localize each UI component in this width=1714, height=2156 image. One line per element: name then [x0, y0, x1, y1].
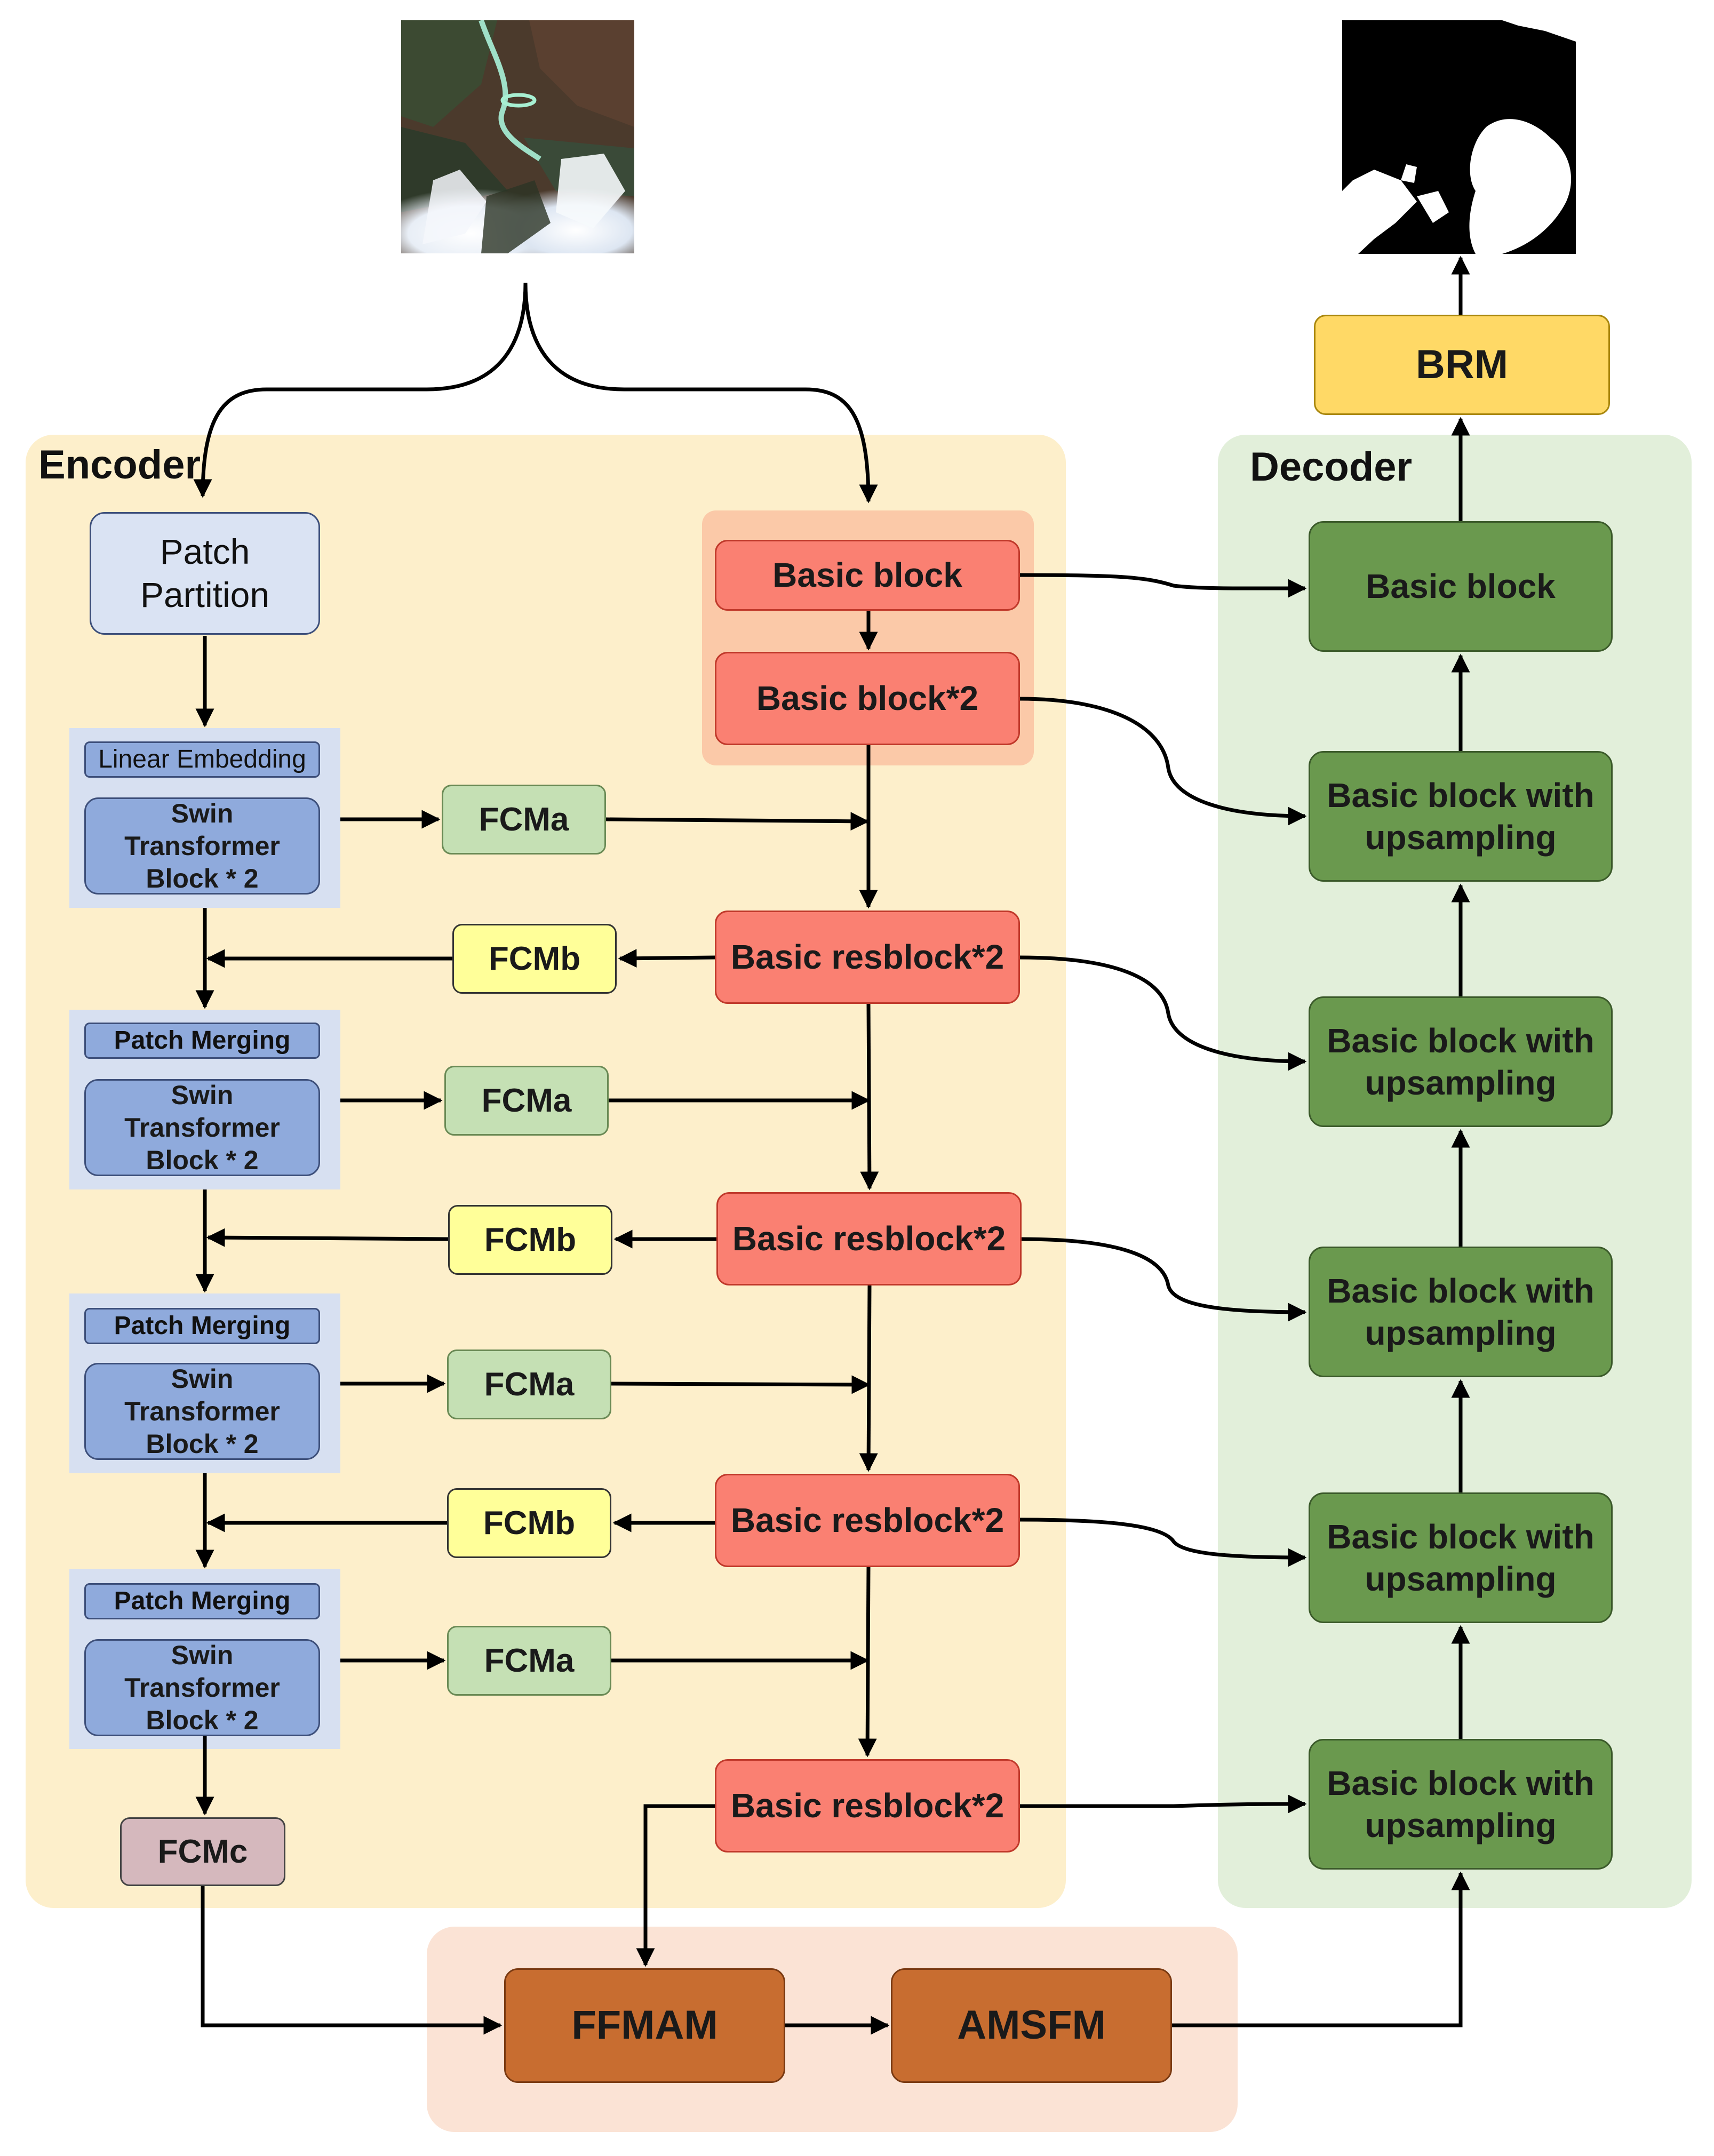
decoder-title: Decoder	[1250, 444, 1413, 490]
swin-transformer-block-1: Swin Transformer Block * 2	[84, 797, 320, 895]
fcma-box-2: FCMa	[444, 1066, 609, 1136]
swin-transformer-block-2: Swin Transformer Block * 2	[84, 1079, 320, 1176]
encoder-title: Encoder	[38, 442, 201, 488]
patch-merging-box-4: Patch Merging	[84, 1583, 320, 1619]
decoder-region	[1218, 435, 1692, 1908]
basic-resblock-3: Basic resblock*2	[715, 1474, 1020, 1567]
fcmb-box-2: FCMb	[448, 1205, 612, 1275]
fcmc-box: FCMc	[120, 1817, 285, 1886]
patch-merging-box-2: Patch Merging	[84, 1023, 320, 1059]
basic-block-x2: Basic block*2	[715, 652, 1020, 745]
ffmam-box: FFMAM	[504, 1968, 785, 2083]
fcma-box-3: FCMa	[447, 1350, 611, 1419]
fcma-box-4: FCMa	[447, 1626, 611, 1696]
fcmb-box-3: FCMb	[447, 1488, 611, 1558]
swin-transformer-block-3: Swin Transformer Block * 2	[84, 1363, 320, 1460]
basic-resblock-1: Basic resblock*2	[715, 911, 1020, 1004]
output-mask-image	[1342, 20, 1576, 254]
basic-resblock-2: Basic resblock*2	[716, 1192, 1022, 1285]
swin-transformer-block-4: Swin Transformer Block * 2	[84, 1639, 320, 1736]
decoder-upsampling-block-4: Basic block with upsampling	[1309, 1492, 1613, 1623]
amsfm-box: AMSFM	[891, 1968, 1172, 2083]
decoder-upsampling-block-2: Basic block with upsampling	[1309, 996, 1613, 1127]
decoder-upsampling-block-5: Basic block with upsampling	[1309, 1739, 1613, 1870]
decoder-basic-block: Basic block	[1309, 521, 1613, 652]
basic-resblock-4: Basic resblock*2	[715, 1759, 1020, 1852]
decoder-upsampling-block-3: Basic block with upsampling	[1309, 1247, 1613, 1377]
patch-partition-box: Patch Partition	[90, 512, 320, 635]
fcmb-box-1: FCMb	[452, 924, 617, 994]
linear-embedding-box: Linear Embedding	[84, 741, 320, 778]
fcma-box-1: FCMa	[442, 785, 606, 855]
decoder-upsampling-block-1: Basic block with upsampling	[1309, 751, 1613, 882]
patch-merging-box-3: Patch Merging	[84, 1308, 320, 1344]
basic-block: Basic block	[715, 540, 1020, 611]
brm-box: BRM	[1314, 315, 1610, 415]
input-satellite-image	[401, 20, 634, 253]
